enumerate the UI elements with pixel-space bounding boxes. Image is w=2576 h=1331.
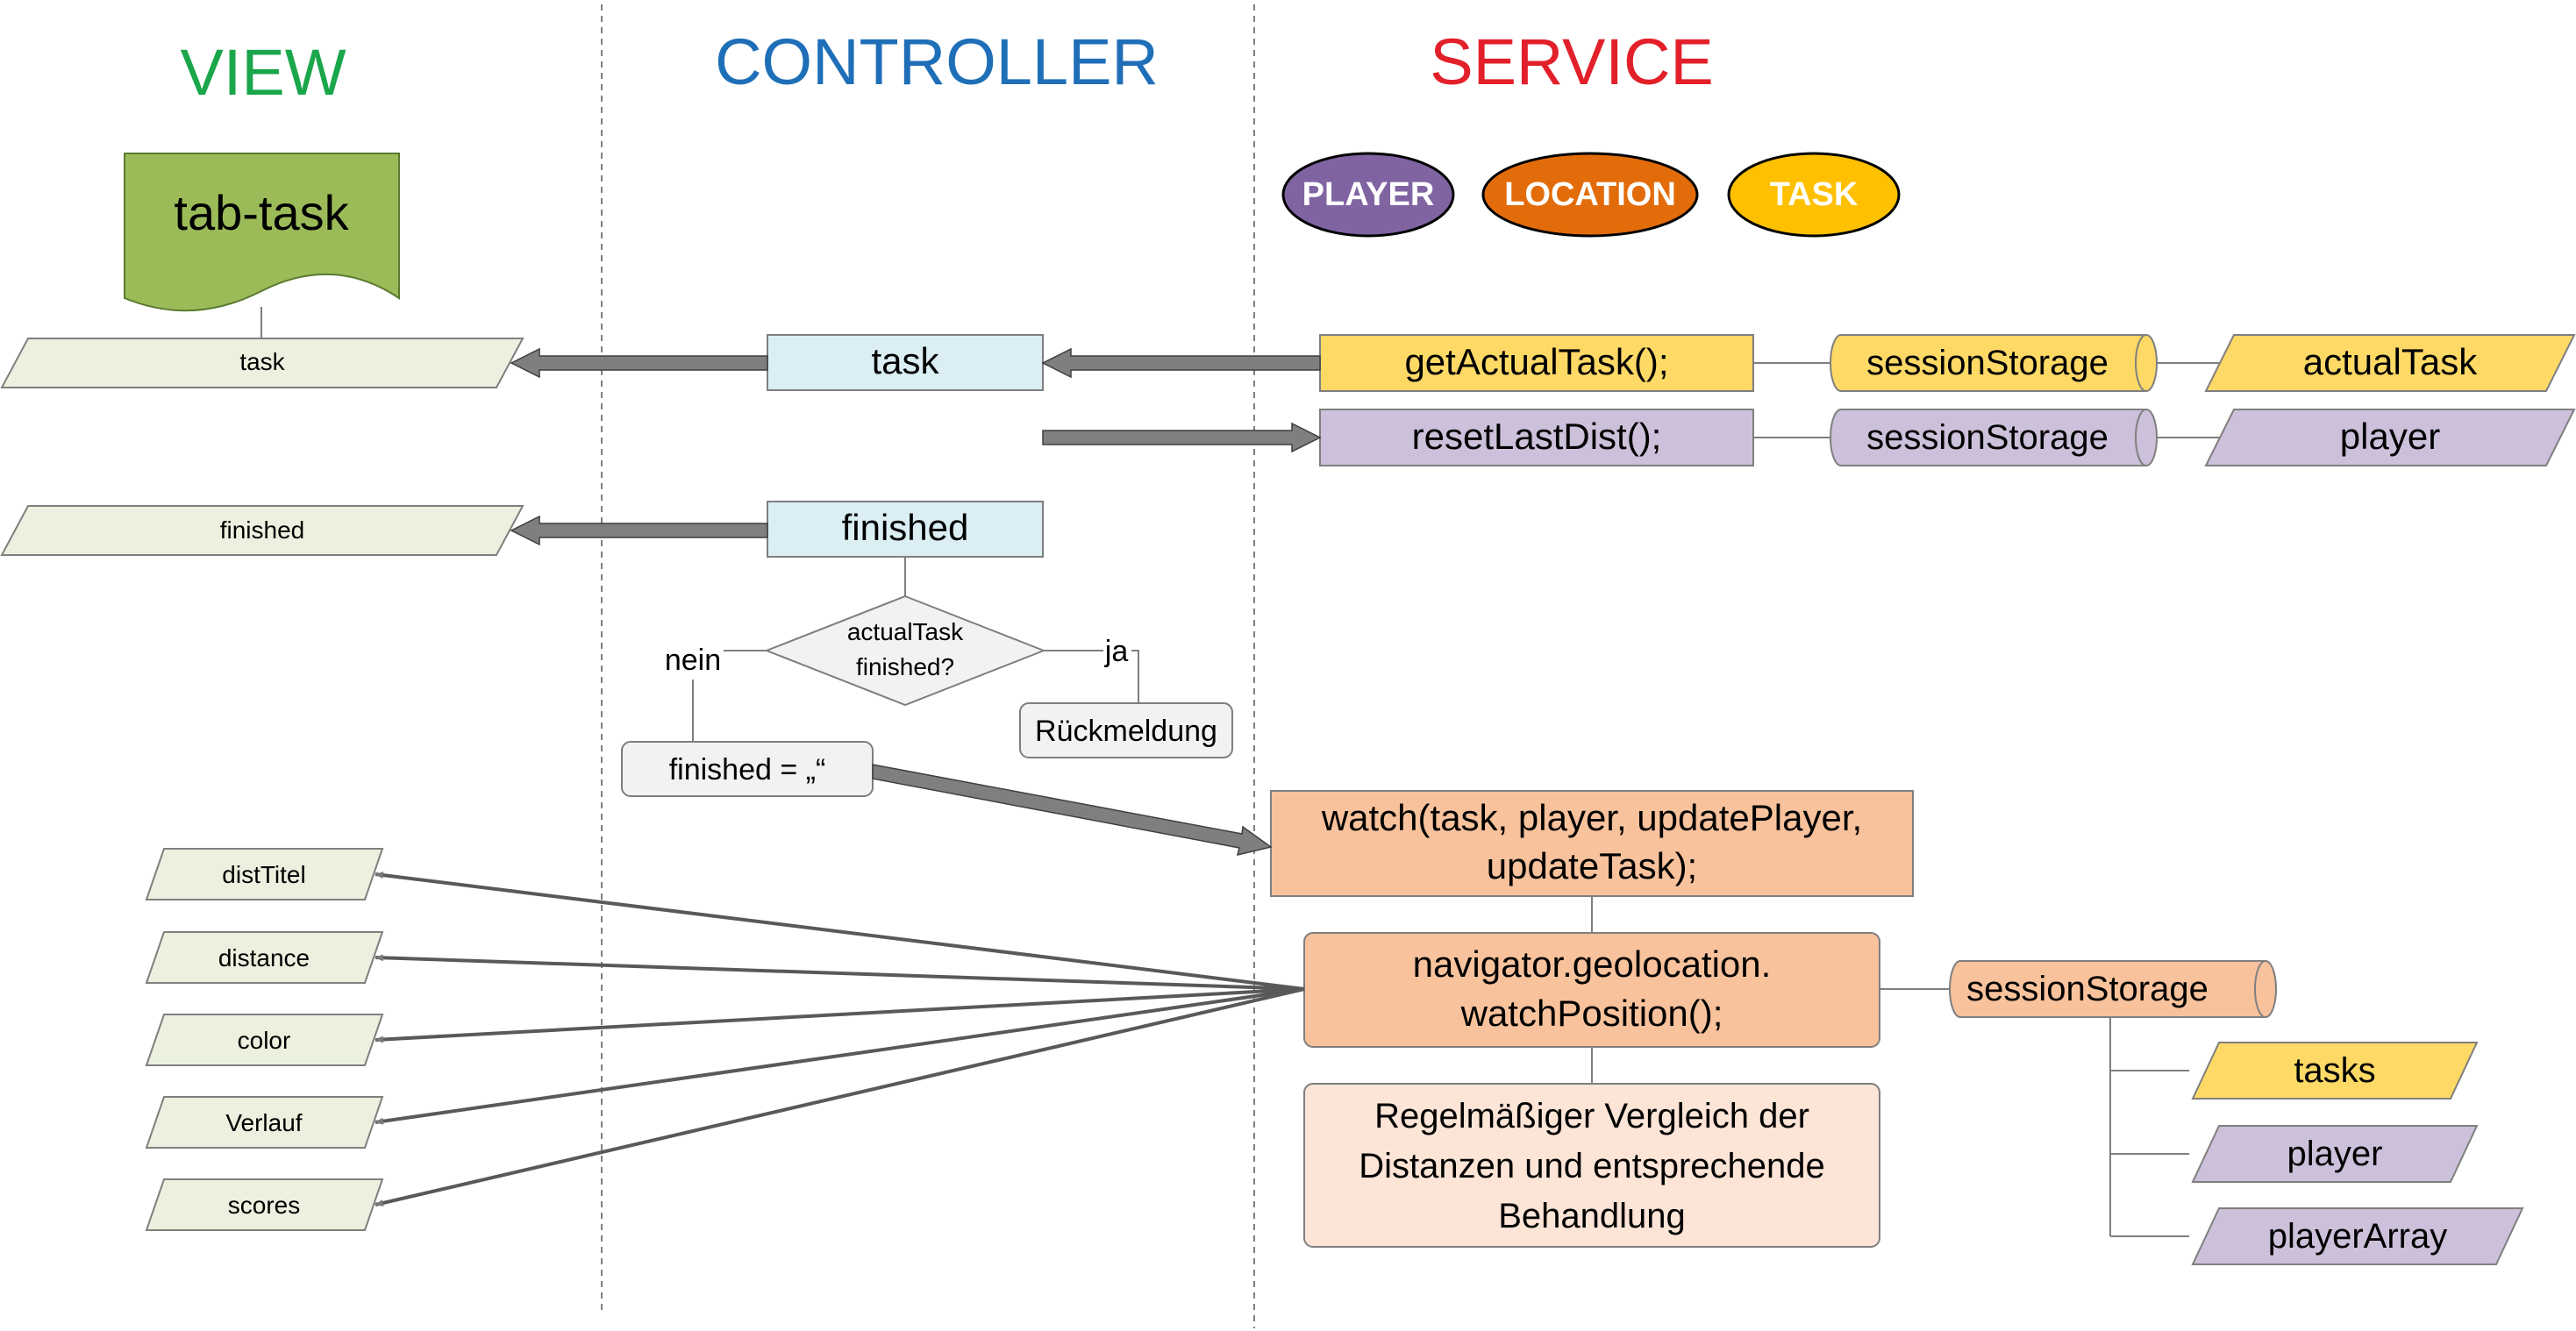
no-branch-label: nein bbox=[665, 644, 721, 677]
view-color-label: color bbox=[238, 1027, 291, 1054]
assign-box: finished = „“ bbox=[621, 741, 874, 797]
controller-task-box: task bbox=[767, 334, 1044, 391]
session-storage-location: sessionStorage bbox=[1949, 960, 2277, 1018]
view-disttitel-field: distTitel bbox=[145, 848, 384, 900]
view-distance-label: distance bbox=[218, 944, 310, 972]
callback-disttitel bbox=[375, 872, 1305, 991]
arrow-controller-to-reset bbox=[1042, 422, 1322, 453]
compare-line1: Regelmäßiger Vergleich der bbox=[1374, 1097, 1809, 1135]
tasks-label: tasks bbox=[2294, 1051, 2375, 1090]
legend-player-label: PLAYER bbox=[1302, 176, 1435, 213]
player-field-label: player bbox=[2340, 416, 2440, 457]
feedback-box: Rückmeldung bbox=[1019, 702, 1233, 758]
callback-verlauf bbox=[375, 987, 1305, 1125]
session-storage-task: sessionStorage bbox=[1830, 334, 2158, 392]
decision-line1: actualTask bbox=[847, 618, 964, 645]
view-color-field: color bbox=[145, 1014, 384, 1066]
assign-label: finished = „“ bbox=[669, 753, 826, 786]
watch-line1: watch(task, player, updatePlayer, bbox=[1321, 797, 1862, 838]
player-array-field: playerArray bbox=[2191, 1207, 2524, 1265]
storage-player-label: player bbox=[2287, 1135, 2383, 1173]
view-task-label: task bbox=[239, 348, 285, 375]
view-header: VIEW bbox=[180, 36, 346, 109]
compare-line2: Distanzen und entsprechende bbox=[1359, 1147, 1824, 1185]
geolocation-box: navigator.geolocation. watchPosition(); bbox=[1303, 932, 1880, 1048]
legend-task: TASK bbox=[1727, 152, 1901, 238]
tab-task-document: tab-task bbox=[124, 153, 400, 312]
service-header: SERVICE bbox=[1430, 25, 1714, 98]
view-disttitel-label: distTitel bbox=[222, 861, 305, 888]
view-scores-label: scores bbox=[228, 1192, 300, 1219]
arrow-controller-task-to-view bbox=[510, 347, 768, 379]
watch-box: watch(task, player, updatePlayer, update… bbox=[1270, 790, 1914, 897]
player-field: player bbox=[2204, 409, 2576, 466]
view-finished-field: finished bbox=[0, 505, 524, 556]
view-verlauf-label: Verlauf bbox=[225, 1109, 302, 1136]
arrow-controller-finished-to-view bbox=[510, 515, 768, 546]
session-storage-player: sessionStorage bbox=[1830, 409, 2158, 466]
storage-player-field: player bbox=[2191, 1125, 2479, 1183]
geo-line1: navigator.geolocation. bbox=[1413, 943, 1772, 985]
feedback-label: Rückmeldung bbox=[1035, 715, 1217, 748]
tasks-field: tasks bbox=[2191, 1042, 2479, 1100]
compare-box: Regelmäßiger Vergleich der Distanzen und… bbox=[1303, 1083, 1880, 1248]
session-storage-task-label: sessionStorage bbox=[1866, 344, 2109, 382]
callback-color bbox=[375, 987, 1305, 1043]
callback-distance bbox=[375, 954, 1305, 991]
view-distance-field: distance bbox=[145, 931, 384, 984]
controller-finished-box: finished bbox=[767, 501, 1044, 558]
player-array-label: playerArray bbox=[2268, 1217, 2448, 1256]
watch-line2: updateTask); bbox=[1487, 845, 1697, 886]
session-storage-player-label: sessionStorage bbox=[1866, 418, 2109, 457]
view-scores-field: scores bbox=[145, 1178, 384, 1231]
decision-diamond: actualTask finished? bbox=[764, 594, 1046, 707]
legend-task-label: TASK bbox=[1770, 176, 1859, 213]
get-actual-task-box: getActualTask(); bbox=[1319, 334, 1754, 392]
arrow-service-task-to-controller bbox=[1041, 347, 1321, 379]
controller-header: CONTROLLER bbox=[715, 25, 1159, 98]
legend-location: LOCATION bbox=[1481, 152, 1699, 238]
get-actual-task-label: getActualTask(); bbox=[1404, 341, 1668, 382]
actual-task-label: actualTask bbox=[2303, 341, 2478, 382]
arrow-assign-to-watch bbox=[872, 764, 1273, 857]
callback-scores bbox=[375, 987, 1305, 1206]
tab-task-label: tab-task bbox=[174, 185, 349, 240]
geo-line2: watchPosition(); bbox=[1460, 993, 1723, 1034]
session-storage-location-label: sessionStorage bbox=[1966, 970, 2209, 1008]
view-verlauf-field: Verlauf bbox=[145, 1096, 384, 1149]
actual-task-field: actualTask bbox=[2204, 334, 2576, 392]
yes-branch-line-v bbox=[1131, 650, 1139, 703]
compare-line3: Behandlung bbox=[1498, 1197, 1686, 1235]
yes-branch-label: ja bbox=[1104, 635, 1129, 668]
reset-last-dist-box: resetLastDist(); bbox=[1319, 409, 1754, 466]
controller-finished-label: finished bbox=[842, 507, 969, 548]
view-finished-label: finished bbox=[220, 516, 305, 544]
legend-player: PLAYER bbox=[1281, 152, 1455, 238]
legend-location-label: LOCATION bbox=[1504, 176, 1676, 213]
reset-last-dist-label: resetLastDist(); bbox=[1412, 416, 1662, 457]
controller-task-label: task bbox=[871, 340, 939, 381]
decision-line2: finished? bbox=[856, 653, 954, 680]
view-task-field: task bbox=[0, 338, 524, 388]
